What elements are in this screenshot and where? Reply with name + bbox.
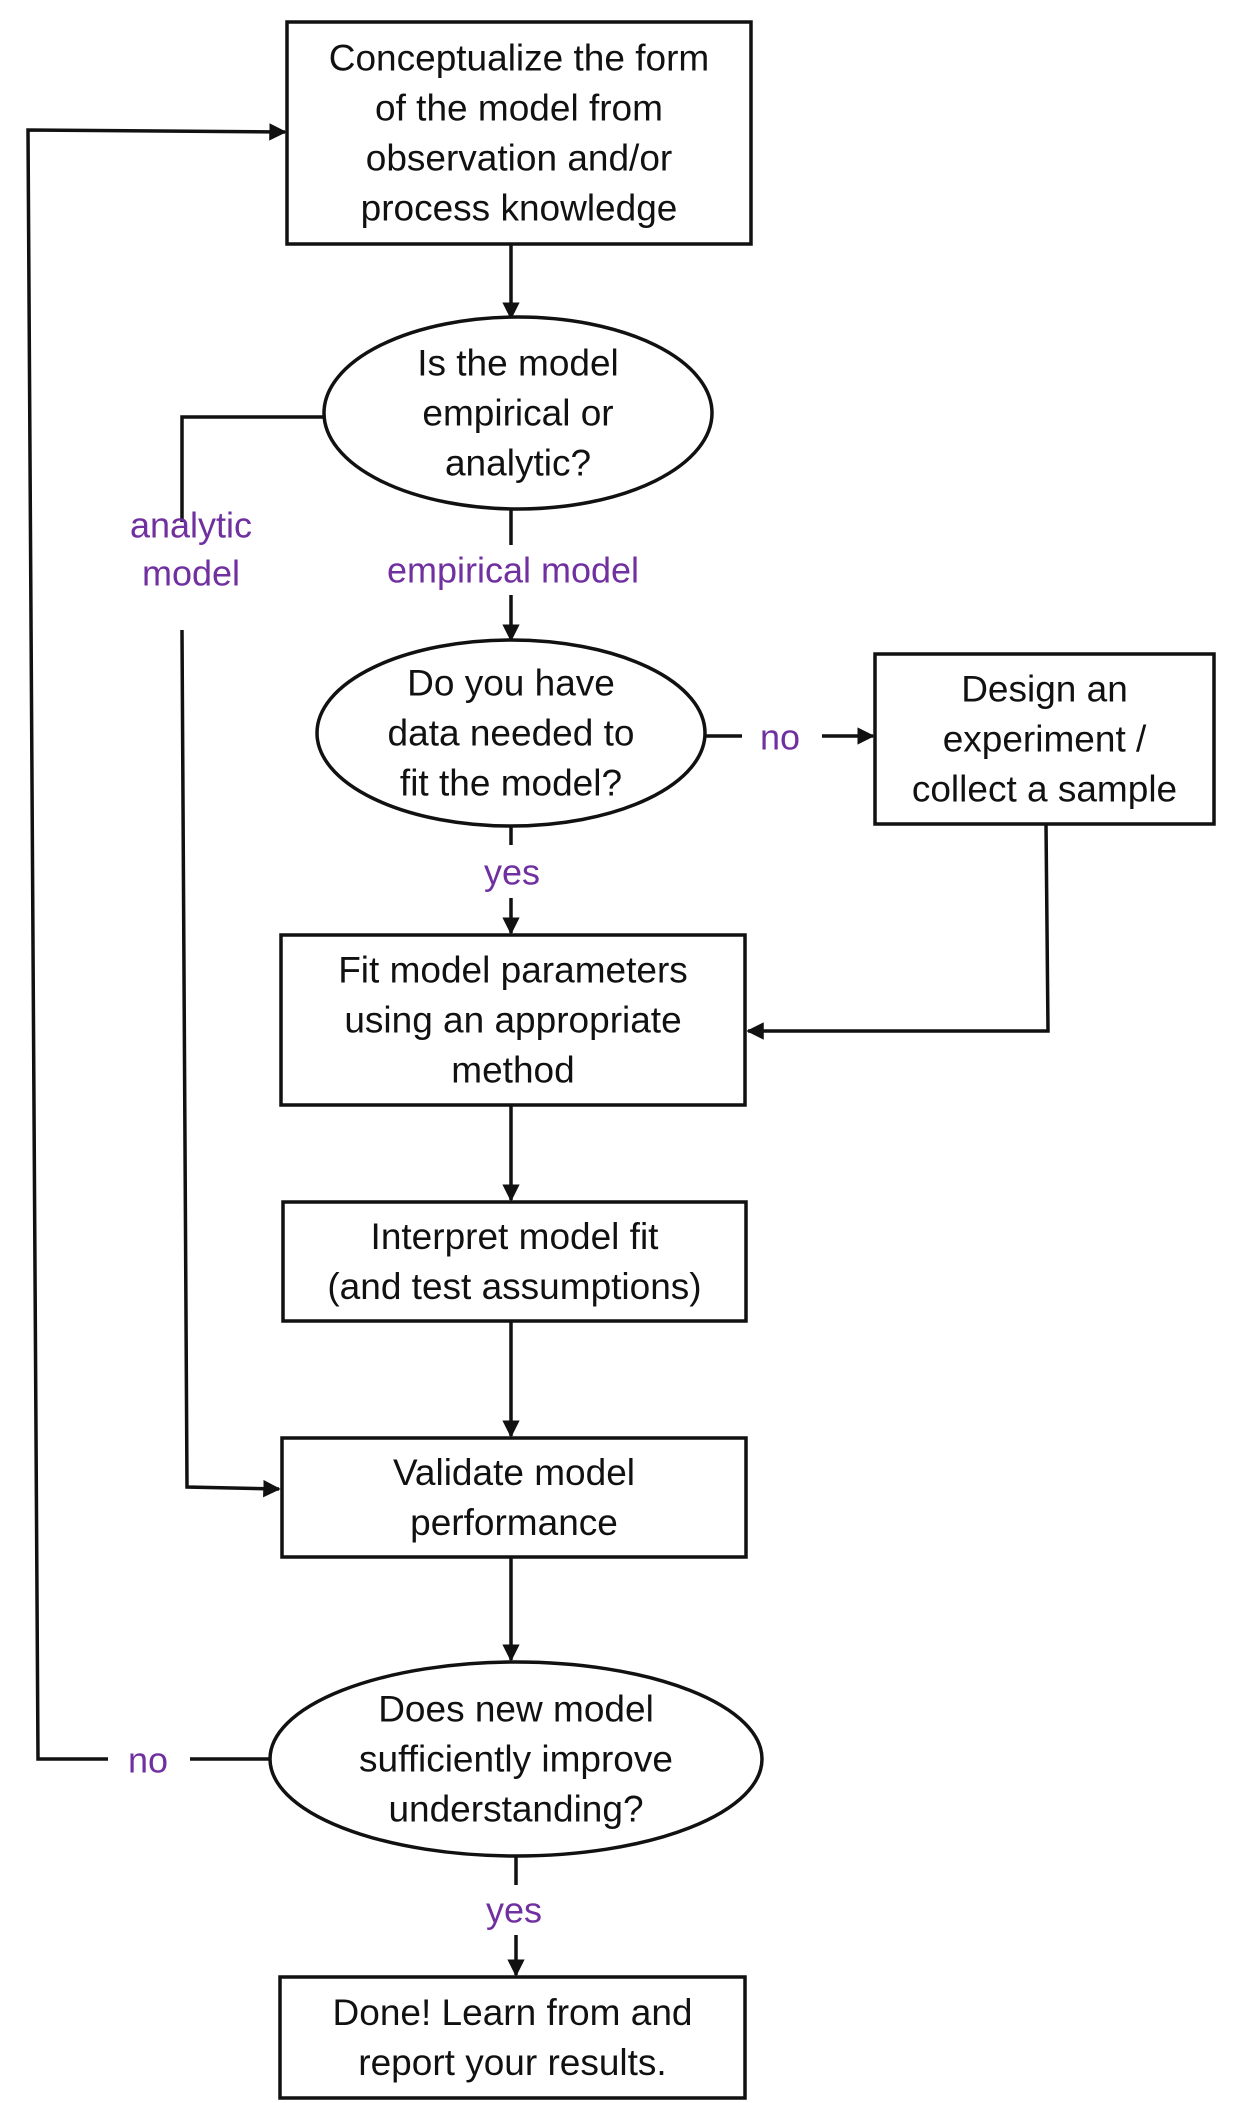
- edge-labels: analytic model empirical model no yes no yes: [128, 505, 800, 1931]
- node-empirical-or-analytic-shape: [322, 315, 714, 511]
- node-have-data: Do you have data needed to fit the model?: [315, 638, 707, 828]
- node-fit-parameters-shape: [279, 933, 747, 1107]
- node-validate: Validate model performance: [280, 1436, 748, 1559]
- node-design-experiment-shape: [873, 652, 1216, 826]
- node-design-experiment: Design an experiment / collect a sample: [873, 652, 1216, 826]
- label-data-yes: yes: [484, 852, 540, 893]
- node-empirical-or-analytic-line-2: empirical or: [422, 393, 613, 434]
- node-conceptualize-line-2: of the model from: [375, 88, 663, 129]
- edge-type-to-analytic-label: [180, 415, 324, 522]
- label-empirical-model: empirical model: [387, 550, 639, 591]
- node-have-data-shape: [315, 638, 707, 828]
- node-done-line-1: Done! Learn from and: [333, 1992, 693, 2033]
- node-fit-parameters-line-1: Fit model parameters: [338, 950, 688, 991]
- node-fit-parameters: Fit model parameters using an appropriate…: [279, 933, 747, 1107]
- node-done: Done! Learn from and report your results.: [278, 1975, 747, 2100]
- node-interpret-fit-line-1: Interpret model fit: [371, 1216, 660, 1257]
- node-improve-understanding-line-3: understanding?: [388, 1789, 643, 1830]
- node-empirical-or-analytic: Is the model empirical or analytic?: [322, 315, 714, 511]
- edge-design-to-fit: [746, 823, 1050, 1040]
- connectors: [26, 123, 1050, 1977]
- node-have-data-line-2: data needed to: [388, 713, 635, 754]
- node-interpret-fit: Interpret model fit (and test assumptions…: [281, 1200, 748, 1323]
- node-empirical-or-analytic-line-3: analytic?: [445, 443, 591, 484]
- node-conceptualize-line-1: Conceptualize the form: [329, 38, 709, 79]
- label-data-no: no: [760, 717, 800, 758]
- label-improve-yes: yes: [486, 1890, 542, 1931]
- node-validate-shape: [280, 1436, 748, 1559]
- label-analytic-model-line-2: model: [142, 553, 240, 594]
- node-conceptualize-line-4: process knowledge: [361, 188, 678, 229]
- edge-no-label-to-conceptualize: [26, 123, 287, 1761]
- node-conceptualize-shape: [285, 20, 753, 246]
- node-design-experiment-line-1: Design an: [961, 669, 1128, 710]
- node-conceptualize-line-3: observation and/or: [366, 138, 672, 179]
- node-design-experiment-line-2: experiment /: [943, 719, 1147, 760]
- node-improve-understanding: Does new model sufficiently improve unders…: [268, 1660, 764, 1858]
- node-done-line-2: report your results.: [358, 2042, 666, 2083]
- node-validate-line-2: performance: [410, 1502, 618, 1543]
- node-interpret-fit-shape: [281, 1200, 748, 1323]
- nodes: Conceptualize the form of the model from o…: [268, 20, 1216, 2100]
- node-empirical-or-analytic-line-1: Is the model: [417, 343, 619, 384]
- node-improve-understanding-shape: [268, 1660, 764, 1858]
- label-analytic-model-line-1: analytic: [130, 505, 252, 546]
- edge-analytic-label-to-validate: [180, 629, 281, 1498]
- node-improve-understanding-line-2: sufficiently improve: [359, 1739, 673, 1780]
- node-interpret-fit-line-2: (and test assumptions): [327, 1266, 701, 1307]
- node-fit-parameters-line-3: method: [451, 1050, 574, 1091]
- node-validate-line-1: Validate model: [393, 1452, 635, 1493]
- node-have-data-line-1: Do you have: [407, 663, 615, 704]
- node-improve-understanding-line-1: Does new model: [378, 1689, 654, 1730]
- node-design-experiment-line-3: collect a sample: [912, 769, 1177, 810]
- node-have-data-line-3: fit the model?: [400, 763, 622, 804]
- node-done-shape: [278, 1975, 747, 2100]
- node-conceptualize: Conceptualize the form of the model from o…: [285, 20, 753, 246]
- label-improve-no: no: [128, 1740, 168, 1781]
- node-fit-parameters-line-2: using an appropriate: [344, 1000, 681, 1041]
